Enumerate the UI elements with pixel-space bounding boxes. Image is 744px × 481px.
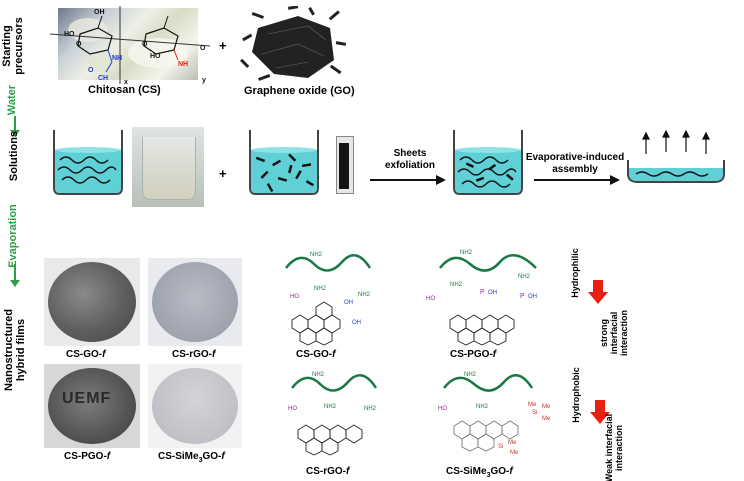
chem-ho: HO	[290, 294, 299, 300]
film-label-cs-pgo: CS-PGO-f	[64, 451, 111, 462]
atom-ho-2: HO	[150, 53, 161, 60]
axis-x: x	[124, 79, 128, 86]
structure-label-cs-rgo: CS-rGO-f	[306, 466, 350, 477]
film-photo-cs-sime3go	[148, 364, 242, 448]
chem-me-d: Me	[508, 440, 517, 446]
film-label-cs-go: CS-GO-f	[66, 349, 106, 360]
structure-label-cs-pgo: CS-PGO-f	[450, 349, 497, 360]
film-photo-cs-pgo: UEMF	[44, 364, 140, 448]
step-evaporative-assembly: Evaporative-induced assembly	[525, 152, 625, 175]
chitosan-solution-photo	[132, 127, 204, 207]
strong-interaction-label: strong interfacial interaction	[599, 310, 629, 357]
chem-nh2-d: NH2	[460, 250, 473, 256]
film-photo-cs-rgo	[148, 258, 242, 346]
atom-o-3: O	[142, 41, 148, 48]
chem-nh2-c: NH2	[358, 292, 371, 298]
red-arrow-bottom	[590, 400, 610, 424]
chem-nh2-b: NH2	[314, 286, 327, 292]
graphene-oxide-flakes	[240, 6, 347, 81]
chem-me-e: Me	[510, 450, 519, 456]
atom-o-2: O	[76, 41, 82, 48]
structure-cs-rgo: NH2 NH2 NH2 HO	[288, 372, 378, 456]
weak-interaction-label: Weak interfacial interaction	[604, 413, 624, 481]
structure-label-cs-sime3go: CS-SiMe3GO-f	[446, 466, 513, 479]
atom-oh: OH	[94, 9, 105, 16]
atom-ch3: CH	[98, 75, 108, 82]
beaker-mixture	[453, 130, 523, 195]
chem-oh-d: OH	[528, 294, 537, 300]
film-photo-cs-go	[44, 258, 140, 346]
chem-ho-d: HO	[438, 406, 447, 412]
solution-plus: +	[219, 166, 227, 181]
chem-oh-c: OH	[488, 290, 497, 296]
side-label-solutions: Solutions	[8, 130, 20, 182]
atom-nh: NH	[112, 55, 122, 62]
atom-nh2: NH	[178, 61, 188, 68]
step-sheets-exfoliation: Sheets exfoliation	[384, 148, 435, 171]
side-label-films: Nanostructured hybrid films	[3, 309, 27, 391]
chem-p-b: P	[520, 293, 525, 300]
go-label: Graphene oxide (GO)	[244, 85, 355, 97]
precursor-plus: +	[219, 38, 227, 53]
chem-ho-b: HO	[426, 296, 435, 302]
chitosan-molecule: HO OH HO NH NH CH O O O O y x	[50, 6, 210, 86]
chem-nh2-a: NH2	[310, 252, 323, 258]
chem-si-a: Si	[532, 410, 537, 416]
atom-o-1: O	[88, 67, 94, 74]
chem-nh2-k: NH2	[476, 404, 489, 410]
chem-nh2-j: NH2	[464, 372, 477, 378]
film-watermark: UEMF	[62, 390, 112, 407]
structure-cs-pgo: NH2 NH2 NH2 P P OH OH HO	[426, 250, 537, 346]
evaporation-arrow	[10, 264, 20, 287]
arrow-step-2	[534, 175, 620, 185]
chem-nh2-f: NH2	[518, 274, 531, 280]
chem-me-c: Me	[542, 416, 551, 422]
chem-me-a: Me	[528, 402, 537, 408]
structure-cs-go: NH2 NH2 NH2 HO OH OH	[285, 252, 372, 346]
chem-oh-b: OH	[352, 320, 361, 326]
side-label-evaporation: Evaporation	[7, 204, 19, 268]
chem-nh2-e: NH2	[450, 282, 463, 288]
structure-cs-sime3go: NH2 NH2 HO Si Me Me Me Si Me Me	[438, 372, 551, 456]
chem-p-a: P	[480, 289, 485, 296]
red-arrow-top	[588, 280, 608, 304]
petri-dish	[627, 130, 725, 183]
structure-label-cs-go: CS-GO-f	[296, 349, 336, 360]
atom-ho-1: HO	[64, 31, 75, 38]
chitosan-photo	[58, 8, 198, 80]
chem-ho-c: HO	[288, 406, 297, 412]
side-label-precursors: Starting precursors	[1, 17, 25, 75]
chem-si-b: Si	[498, 444, 503, 450]
film-label-cs-sime3go: CS-SiMe3GO-f	[158, 451, 225, 464]
axis-y: y	[202, 77, 206, 84]
chem-nh2-h: NH2	[324, 404, 337, 410]
side-label-water: Water	[6, 84, 18, 116]
beaker-chitosan	[53, 130, 123, 195]
arrow-step-1	[370, 175, 446, 185]
hydrophobic-label: Hydrophobic	[571, 367, 581, 423]
chem-oh: OH	[344, 300, 353, 306]
chem-nh2-i: NH2	[364, 406, 377, 412]
chitosan-label: Chitosan (CS)	[88, 84, 161, 96]
chem-nh2-g: NH2	[312, 372, 325, 378]
water-arrow	[10, 116, 20, 137]
chem-me-b: Me	[542, 404, 551, 410]
beaker-go	[249, 130, 319, 195]
atom-o-4: O	[200, 45, 206, 52]
film-label-cs-rgo: CS-rGO-f	[172, 349, 216, 360]
hydrophilic-label: Hydrophilic	[570, 248, 580, 298]
go-vial-photo	[336, 136, 354, 194]
